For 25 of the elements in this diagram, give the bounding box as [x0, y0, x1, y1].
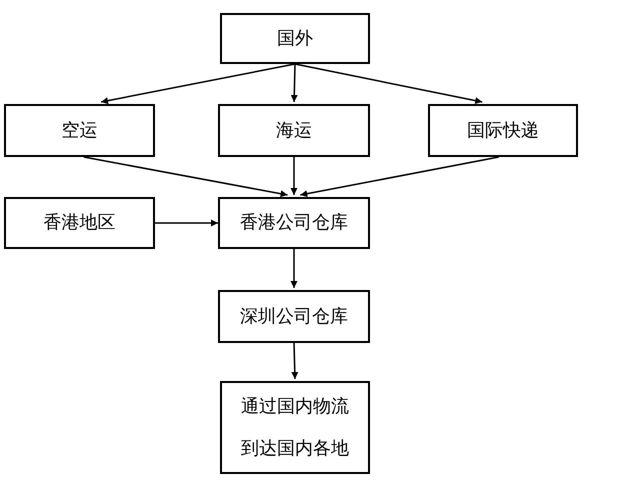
arrow — [300, 156, 499, 198]
process-box — [428, 104, 578, 157]
node-text: 国外 — [277, 26, 313, 51]
arrow — [290, 249, 298, 288]
arrow — [84, 156, 288, 198]
arrow — [291, 342, 298, 380]
process-box — [218, 104, 370, 157]
arrow — [290, 64, 298, 102]
arrow — [290, 157, 298, 195]
process-box — [220, 381, 370, 474]
node-text: 海运 — [276, 118, 312, 143]
process-box — [4, 197, 155, 249]
arrow — [100, 63, 296, 104]
process-box — [218, 290, 370, 343]
process-box — [4, 104, 155, 157]
node-text: 国际快递 — [467, 118, 539, 143]
process-box — [220, 13, 370, 64]
arrow — [155, 220, 218, 226]
node-text: 通过国内物流到达国内各地 — [240, 395, 350, 460]
node-text: 深圳公司仓库 — [240, 304, 348, 329]
node-text: 香港地区 — [44, 211, 116, 236]
node-text: 香港公司仓库 — [240, 211, 348, 236]
arrow — [294, 63, 482, 104]
node-text: 空运 — [62, 118, 98, 143]
process-box — [218, 197, 370, 249]
